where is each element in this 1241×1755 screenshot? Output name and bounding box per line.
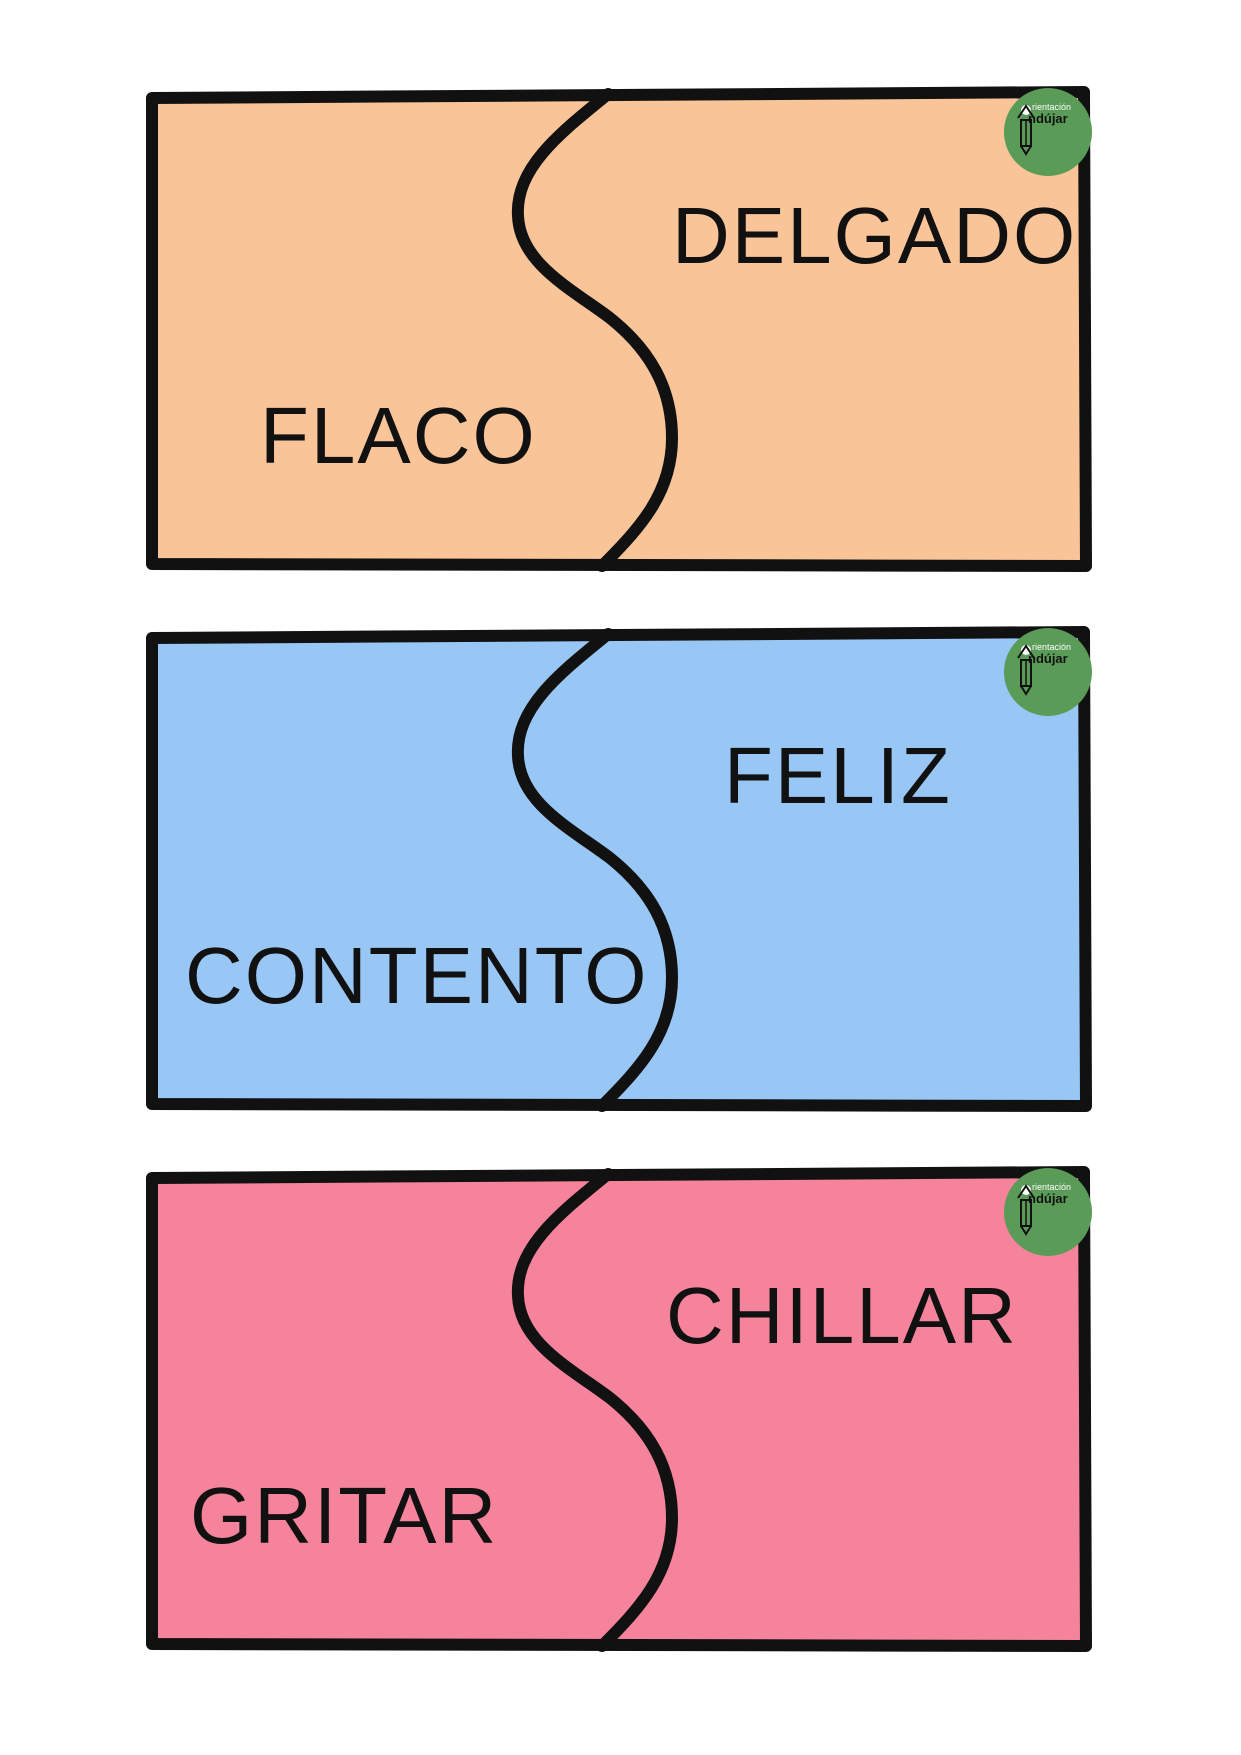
puzzle-cut-line [511,628,679,1112]
puzzle-cut-line [511,88,679,572]
puzzle-frame [146,86,1092,572]
pencil-icon [1017,644,1035,696]
logo-line-1: rientación [1032,102,1072,112]
left-word: GRITAR [190,1471,499,1560]
logo-line-2: ndújar [1028,651,1068,666]
left-word: CONTENTO [185,931,649,1020]
pencil-icon [1017,104,1035,156]
left-word: FLACO [260,391,537,480]
logo-line-1: rientación [1032,642,1072,652]
right-word: FELIZ [724,731,952,820]
logo-line-2: ndújar [1028,1191,1068,1206]
puzzle-frame [146,1166,1092,1652]
right-word: DELGADO [672,191,1078,280]
puzzle-frame [146,626,1092,1112]
pencil-icon [1017,1184,1035,1236]
right-word: CHILLAR [666,1271,1018,1360]
puzzle-cut-line [511,1168,679,1652]
logo-line-2: ndújar [1028,111,1068,126]
logo-line-1: rientación [1032,1182,1072,1192]
